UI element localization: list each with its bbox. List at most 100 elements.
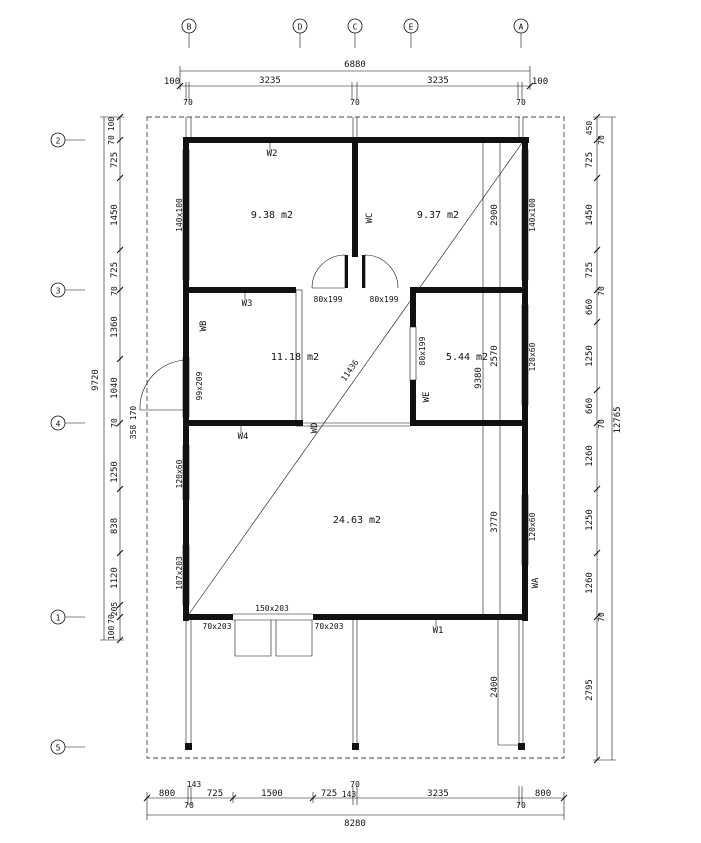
wall-label-wa: WA xyxy=(531,577,541,588)
dim-left-seg: 170 xyxy=(129,406,138,421)
wall-row4-right xyxy=(410,420,528,426)
dim-bottom-bay-right: 3235 xyxy=(427,789,449,799)
left-dimension-chain: 9720 100 70 725 1450 725 70 1360 1040 17… xyxy=(91,113,138,644)
label-door-mid-right: 80x199 xyxy=(418,336,427,365)
label-window-left-lower: 120x60 xyxy=(175,459,184,488)
left-axis-markers: 2 3 4 1 5 xyxy=(50,132,85,755)
wall-inner-right-upper xyxy=(410,287,416,327)
dim-left-seg: 1040 xyxy=(110,377,120,399)
label-window-right-lower: 120x60 xyxy=(528,512,537,541)
wall-bottom-left xyxy=(183,614,233,620)
window-openings xyxy=(182,149,529,606)
label-side-window-right: 70x203 xyxy=(315,622,344,631)
walls xyxy=(183,137,529,621)
dim-left-seg: 205 xyxy=(110,602,119,617)
dim-right-total: 12765 xyxy=(613,406,623,433)
front-door-left-leaf xyxy=(234,620,272,657)
dim-right-seg: 1260 xyxy=(585,445,595,467)
dim-top-left-bay: 3235 xyxy=(259,76,281,86)
dim-top-right-ext: 100 xyxy=(532,77,548,87)
dim-top-total: 6880 xyxy=(344,60,366,70)
dim-left-seg: 70 xyxy=(110,418,119,428)
axis-marker-b: B xyxy=(181,18,197,48)
room-area-mid-right: 5.44 m2 xyxy=(446,352,488,363)
dim-left-seg: 70 xyxy=(110,286,119,296)
wall-label-w4: W4 xyxy=(238,432,249,442)
room-labels: 9.38 m2 9.37 m2 11.18 m2 5.44 m2 24.63 m… xyxy=(251,210,488,526)
dim-bottom-seg-1: 725 xyxy=(207,789,223,799)
dim-right-seg: 450 xyxy=(585,121,594,136)
svg-text:5: 5 xyxy=(56,744,61,753)
label-window-left-tall: 107x203 xyxy=(175,556,184,590)
label-terrace-height: 9380 xyxy=(474,367,484,389)
axis-marker-c: C xyxy=(347,18,363,48)
dim-left-seg: 1450 xyxy=(110,204,120,226)
wall-label-wc: WC xyxy=(365,213,375,224)
axis-marker-3: 3 xyxy=(50,282,85,298)
dim-left-seg: 100 xyxy=(107,626,116,641)
dim-bottom-wall-mid: 70 xyxy=(350,780,360,789)
label-window-right-mid: 120x60 xyxy=(528,342,537,371)
terrace-strip xyxy=(482,143,519,746)
dim-left-seg: 725 xyxy=(110,152,120,168)
svg-text:E: E xyxy=(409,23,414,32)
opening-labels: 80x199 80x199 80x199 99x209 150x203 70x2… xyxy=(175,198,537,631)
label-door-top-left: 80x199 xyxy=(314,295,343,304)
label-side-window-left: 70x203 xyxy=(203,622,232,631)
dim-right-seg: 1250 xyxy=(585,345,595,367)
dim-bottom-jamb-b: 143 xyxy=(342,790,357,799)
wall-label-wd: WD xyxy=(310,423,320,434)
door-swing-side xyxy=(139,359,189,411)
room-area-mid-left: 11.18 m2 xyxy=(271,352,319,363)
dim-top-wall-mid: 70 xyxy=(350,98,360,107)
room-area-main: 24.63 m2 xyxy=(333,515,381,526)
label-front-door: 150x203 xyxy=(255,604,289,613)
label-terrace-upper: 2900 xyxy=(490,204,500,226)
dim-bottom-wall-left: 70 xyxy=(184,801,194,810)
door-swing-top-left xyxy=(311,254,346,289)
label-porch: 2400 xyxy=(490,676,500,698)
dim-left-seg: 100 xyxy=(107,117,116,132)
dim-right-seg: 2795 xyxy=(585,679,595,701)
right-dimension-chain: 12765 450 70 725 1450 725 70 660 1250 66… xyxy=(585,113,623,764)
dim-bottom-seg-2: 725 xyxy=(321,789,337,799)
dim-left-seg: 358 xyxy=(129,425,138,440)
posts xyxy=(185,117,525,750)
dim-left-seg: 1120 xyxy=(110,567,120,589)
label-window-left-upper: 140x100 xyxy=(175,198,184,232)
wall-right xyxy=(522,137,528,621)
wall-mid-vertical xyxy=(352,137,358,257)
wall-label-w1: W1 xyxy=(433,626,444,636)
dim-right-seg: 1250 xyxy=(585,509,595,531)
front-door-right-leaf xyxy=(275,620,313,657)
dim-right-seg: 1450 xyxy=(585,204,595,226)
dim-left-seg: 70 xyxy=(107,614,116,624)
dim-right-seg: 70 xyxy=(597,286,606,296)
svg-text:B: B xyxy=(187,23,192,32)
dim-left-seg: 1360 xyxy=(110,316,120,338)
svg-text:1: 1 xyxy=(56,614,61,623)
dim-right-seg: 70 xyxy=(597,135,606,145)
diagonal-line xyxy=(188,142,523,615)
dim-top-right-bay: 3235 xyxy=(427,76,449,86)
post-left xyxy=(185,743,192,750)
wall-row4-left xyxy=(183,420,303,426)
dim-right-seg: 70 xyxy=(597,419,606,429)
axis-marker-5: 5 xyxy=(50,739,85,755)
dim-left-seg: 70 xyxy=(107,135,116,145)
top-axis-markers: B D C E A xyxy=(181,18,529,48)
wall-row3-right xyxy=(410,287,528,293)
wall-label-w3: W3 xyxy=(242,299,253,309)
post-right xyxy=(518,743,525,750)
dim-left-total: 9720 xyxy=(91,369,101,391)
label-diagonal: 11436 xyxy=(339,358,360,383)
doors xyxy=(139,254,399,657)
dim-bottom-jamb-a: 143 xyxy=(187,780,202,789)
dim-top-wall-right: 70 xyxy=(516,98,526,107)
axis-marker-a: A xyxy=(513,18,529,48)
dim-right-seg: 1260 xyxy=(585,572,595,594)
wall-row3-left xyxy=(183,287,296,293)
label-window-right-upper: 140x100 xyxy=(528,198,537,232)
axis-marker-2: 2 xyxy=(50,132,85,148)
dim-left-seg: 725 xyxy=(110,262,120,278)
